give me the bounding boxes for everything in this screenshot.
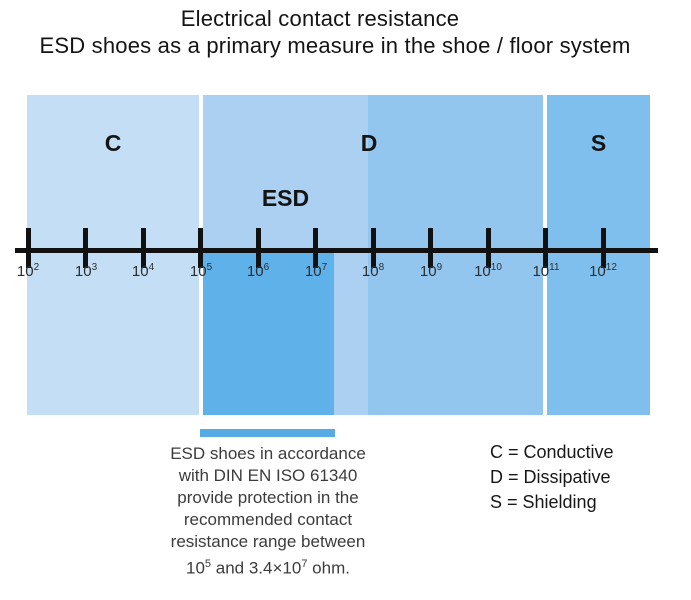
axis-tick-label: 106 bbox=[246, 262, 270, 280]
page-subtitle: ESD shoes as a primary measure in the sh… bbox=[39, 33, 631, 58]
axis-tick-label: 102 bbox=[16, 262, 40, 280]
esd-caption: ESD shoes in accordance with DIN EN ISO … bbox=[118, 443, 418, 580]
axis-tick bbox=[313, 228, 318, 268]
band-label-shielding: S bbox=[590, 130, 607, 156]
legend: C = Conductive D = Dissipative S = Shiel… bbox=[490, 440, 614, 515]
axis-tick-label: 1010 bbox=[474, 262, 502, 280]
legend-item-dissipative: D = Dissipative bbox=[490, 467, 611, 487]
band-conductive bbox=[27, 95, 199, 415]
band-label-dissipative: D bbox=[360, 130, 378, 156]
esd-recommended-range-fill bbox=[203, 248, 334, 415]
axis-tick bbox=[256, 228, 261, 268]
axis-tick-label: 1012 bbox=[589, 262, 617, 280]
axis-tick bbox=[198, 228, 203, 268]
axis-tick bbox=[26, 228, 31, 268]
axis-tick bbox=[428, 228, 433, 268]
esd-range-swatch-bar bbox=[200, 429, 335, 437]
caption-line: resistance range between bbox=[170, 532, 366, 551]
legend-item-conductive: C = Conductive bbox=[490, 442, 614, 462]
page-title: Electrical contact resistance bbox=[180, 6, 460, 31]
band-dissipative bbox=[368, 95, 543, 415]
axis-tick-label: 1011 bbox=[532, 262, 560, 280]
caption-line: recommended contact bbox=[183, 510, 353, 529]
resistance-axis-line bbox=[15, 248, 658, 253]
band-shielding bbox=[547, 95, 650, 415]
axis-tick-label: 108 bbox=[361, 262, 385, 280]
axis-tick-label: 109 bbox=[419, 262, 443, 280]
band-label-esd: ESD bbox=[261, 185, 310, 211]
axis-tick bbox=[371, 228, 376, 268]
caption-line: provide protection in the bbox=[177, 488, 359, 507]
axis-tick-label: 104 bbox=[131, 262, 155, 280]
axis-tick bbox=[601, 228, 606, 268]
legend-item-shielding: S = Shielding bbox=[490, 492, 597, 512]
caption-line: with DIN EN ISO 61340 bbox=[178, 466, 358, 485]
band-label-conductive: C bbox=[104, 130, 122, 156]
caption-line-range: 105 and 3.4×107 ohm. bbox=[186, 558, 350, 578]
caption-line: ESD shoes in accordance bbox=[170, 444, 366, 463]
axis-tick bbox=[486, 228, 491, 268]
axis-tick-label: 107 bbox=[304, 262, 328, 280]
axis-tick-label: 103 bbox=[74, 262, 98, 280]
axis-tick-label: 105 bbox=[189, 262, 213, 280]
axis-tick bbox=[141, 228, 146, 268]
axis-tick bbox=[83, 228, 88, 268]
axis-tick bbox=[543, 228, 548, 268]
